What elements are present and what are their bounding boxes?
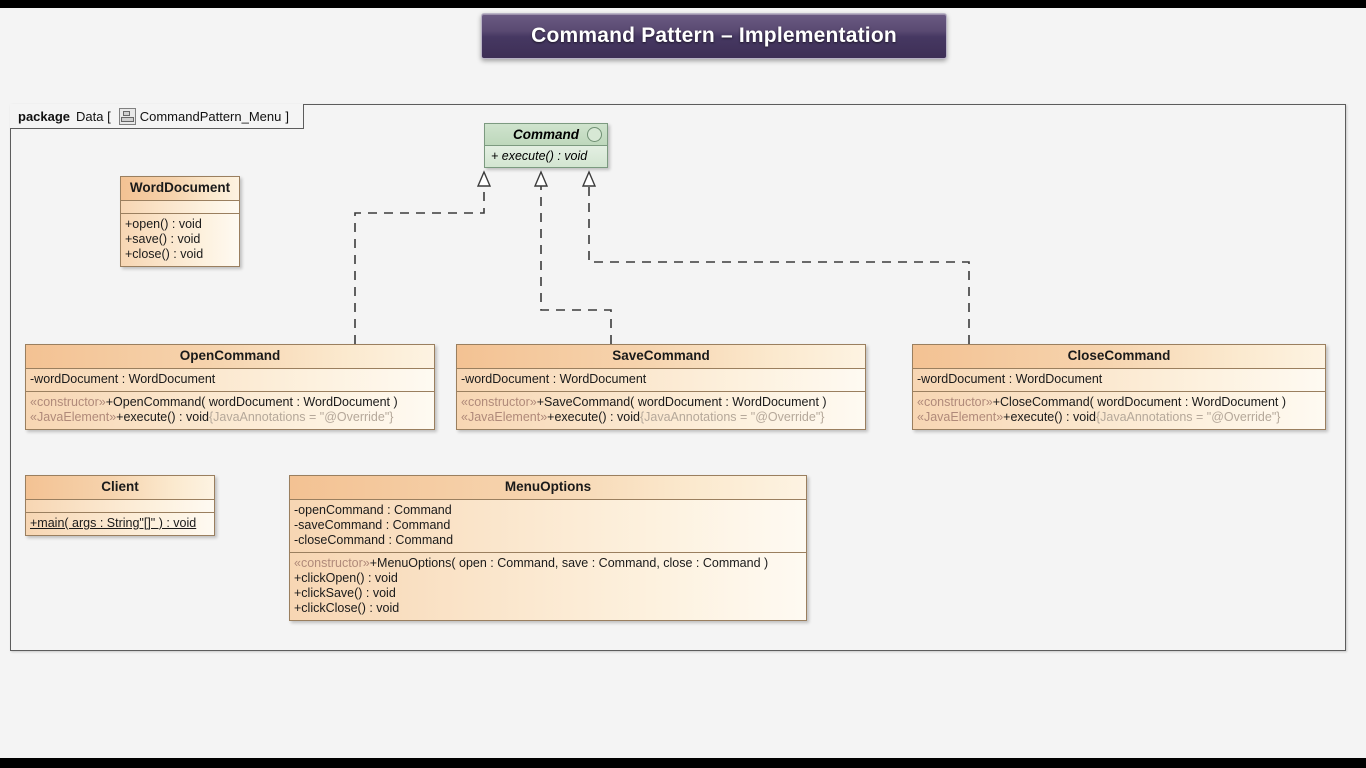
package-diagram-name: CommandPattern_Menu: [139, 108, 282, 124]
attributes-compartment-menuoptions: -openCommand : Command -saveCommand : Co…: [290, 499, 806, 553]
attribute-row: -saveCommand : Command: [294, 517, 451, 532]
attributes-compartment-opencommand: -wordDocument : WordDocument: [26, 368, 434, 392]
page-title: Command Pattern – Implementation: [531, 24, 897, 47]
operation-signature: +MenuOptions( open : Command, save : Com…: [369, 555, 769, 570]
operation-row: «constructor»+OpenCommand( wordDocument …: [30, 395, 430, 410]
class-box-closecommand[interactable]: CloseCommand -wordDocument : WordDocumen…: [912, 344, 1326, 430]
operation-row: «constructor»+SaveCommand( wordDocument …: [461, 395, 861, 410]
attribute-row: -closeCommand : Command: [294, 532, 454, 547]
class-header-menuoptions: MenuOptions: [290, 476, 806, 500]
operation-stereotype: «constructor»: [461, 394, 537, 409]
operation-signature: +CloseCommand( wordDocument : WordDocume…: [992, 394, 1287, 409]
operation-stereotype: «JavaElement»: [461, 409, 548, 424]
operation-stereotype: «constructor»: [30, 394, 106, 409]
operation-row: +clickOpen() : void: [294, 571, 802, 586]
letterbox-top: [0, 0, 1366, 8]
operation-signature: +execute() : void: [116, 409, 209, 424]
operation-row: +clickClose() : void: [294, 601, 802, 616]
class-box-menuoptions[interactable]: MenuOptions -openCommand : Command -save…: [289, 475, 807, 621]
package-header-tab: package Data [ CommandPattern_Menu ]: [10, 104, 304, 129]
class-box-savecommand[interactable]: SaveCommand -wordDocument : WordDocument…: [456, 344, 866, 430]
operation-stereotype: «JavaElement»: [917, 409, 1004, 424]
operation-row: «JavaElement»+execute() : void{JavaAnnot…: [461, 410, 861, 425]
attributes-compartment-savecommand: -wordDocument : WordDocument: [457, 368, 865, 392]
operation-row: +save() : void: [125, 231, 201, 246]
operation-row: «JavaElement»+execute() : void{JavaAnnot…: [917, 410, 1321, 425]
attributes-compartment-client: [26, 499, 214, 513]
class-header-closecommand: CloseCommand: [913, 345, 1325, 369]
operation-signature: +execute() : void: [547, 409, 640, 424]
class-box-client[interactable]: Client +main( args : String"[]" ) : void: [25, 475, 215, 536]
operation-row: +clickSave() : void: [294, 586, 802, 601]
operation-stereotype: «constructor»: [917, 394, 993, 409]
operation-stereotype: «JavaElement»: [30, 409, 117, 424]
attributes-compartment-worddocument: [121, 200, 239, 214]
operation-signature: +clickOpen() : void: [294, 570, 398, 585]
operation-row: +open() : void: [125, 216, 202, 231]
operations-compartment-opencommand: «constructor»+OpenCommand( wordDocument …: [26, 391, 434, 429]
operation-annotation: {JavaAnnotations = "@Override"}: [1095, 409, 1281, 424]
operation-row: «constructor»+CloseCommand( wordDocument…: [917, 395, 1321, 410]
attributes-compartment-closecommand: -wordDocument : WordDocument: [913, 368, 1325, 392]
operation-annotation: {JavaAnnotations = "@Override"}: [639, 409, 825, 424]
operation-signature: +clickClose() : void: [294, 600, 400, 615]
class-header-client: Client: [26, 476, 214, 500]
operation-row: + execute() : void: [491, 149, 588, 163]
attribute-row: -wordDocument : WordDocument: [30, 371, 216, 386]
interface-circle-icon: [587, 127, 602, 142]
operation-signature: +execute() : void: [1003, 409, 1096, 424]
operation-stereotype: «constructor»: [294, 555, 370, 570]
operation-row: «JavaElement»+execute() : void{JavaAnnot…: [30, 410, 430, 425]
operation-row: +main( args : String"[]" ) : void: [30, 515, 197, 530]
attribute-row: -wordDocument : WordDocument: [461, 371, 647, 386]
operation-annotation: {JavaAnnotations = "@Override"}: [208, 409, 394, 424]
attribute-row: -wordDocument : WordDocument: [917, 371, 1103, 386]
title-banner: Command Pattern – Implementation: [481, 13, 947, 59]
operation-signature: +SaveCommand( wordDocument : WordDocumen…: [536, 394, 827, 409]
operations-compartment-menuoptions: «constructor»+MenuOptions( open : Comman…: [290, 552, 806, 620]
class-header-command: Command: [485, 124, 607, 146]
operation-signature: +OpenCommand( wordDocument : WordDocumen…: [105, 394, 398, 409]
package-name: Data [: [76, 108, 111, 124]
operation-signature: +clickSave() : void: [294, 585, 396, 600]
letterbox-bottom: [0, 758, 1366, 768]
operations-compartment-closecommand: «constructor»+CloseCommand( wordDocument…: [913, 391, 1325, 429]
operation-row: «constructor»+MenuOptions( open : Comman…: [294, 556, 802, 571]
class-box-command[interactable]: Command + execute() : void: [484, 123, 608, 168]
operations-compartment-client: +main( args : String"[]" ) : void: [26, 512, 214, 535]
class-box-worddocument[interactable]: WordDocument +open() : void +save() : vo…: [120, 176, 240, 267]
package-keyword: package: [18, 108, 71, 124]
class-header-opencommand: OpenCommand: [26, 345, 434, 369]
class-name-command: Command: [512, 127, 579, 142]
class-header-worddocument: WordDocument: [121, 177, 239, 201]
class-box-opencommand[interactable]: OpenCommand -wordDocument : WordDocument…: [25, 344, 435, 430]
operations-compartment-command: + execute() : void: [485, 146, 607, 167]
attribute-row: -openCommand : Command: [294, 502, 452, 517]
operation-row: +close() : void: [125, 246, 204, 261]
operations-compartment-savecommand: «constructor»+SaveCommand( wordDocument …: [457, 391, 865, 429]
operations-compartment-worddocument: +open() : void +save() : void +close() :…: [121, 213, 239, 266]
package-close-bracket: ]: [285, 108, 289, 124]
class-diagram-icon: [118, 107, 136, 125]
class-header-savecommand: SaveCommand: [457, 345, 865, 369]
